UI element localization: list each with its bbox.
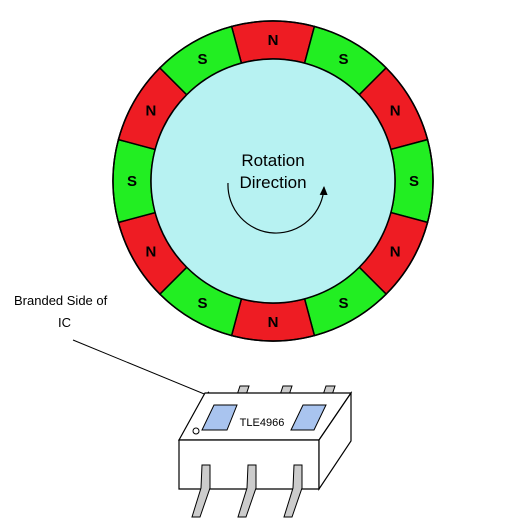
ic-lead-bottom <box>191 464 211 518</box>
ring-segment-label: N <box>268 314 279 331</box>
rotation-label-line1: Rotation <box>241 151 304 170</box>
branded-side-label-line1: Branded Side of <box>14 293 108 308</box>
rotation-arrow-icon <box>227 182 328 234</box>
ic-lead-bottom <box>237 464 257 518</box>
ic-side-face <box>318 391 352 491</box>
branded-side-label-line2: IC <box>58 315 71 330</box>
ring-outer-outline <box>112 20 434 342</box>
ring-segment-label: N <box>145 103 156 120</box>
ring-segment-label: N <box>390 244 401 261</box>
ring-segment-label: S <box>197 295 207 312</box>
rotation-label-line2: Direction <box>239 173 306 192</box>
ring-segment-label: S <box>127 173 137 190</box>
ring-segment-label: N <box>268 32 279 49</box>
ring-segment-label: N <box>145 244 156 261</box>
ring-segment-label: S <box>409 173 419 190</box>
ring-segment-label: N <box>390 103 401 120</box>
ic-marking: TLE4966 <box>240 417 285 429</box>
ic-sensor-window-right <box>290 404 327 431</box>
branded-side-leader-arrow <box>72 339 215 399</box>
ring-segment-label: S <box>197 51 207 68</box>
ring-segment-label: S <box>338 295 348 312</box>
ic-pin1-marker <box>192 427 200 435</box>
ic-sensor-window-left <box>201 404 238 431</box>
ic-package: TLE4966 <box>177 385 353 518</box>
ic-lead-bottom <box>283 464 303 518</box>
ring-center-disc <box>150 58 396 304</box>
ring-segment-label: S <box>338 51 348 68</box>
